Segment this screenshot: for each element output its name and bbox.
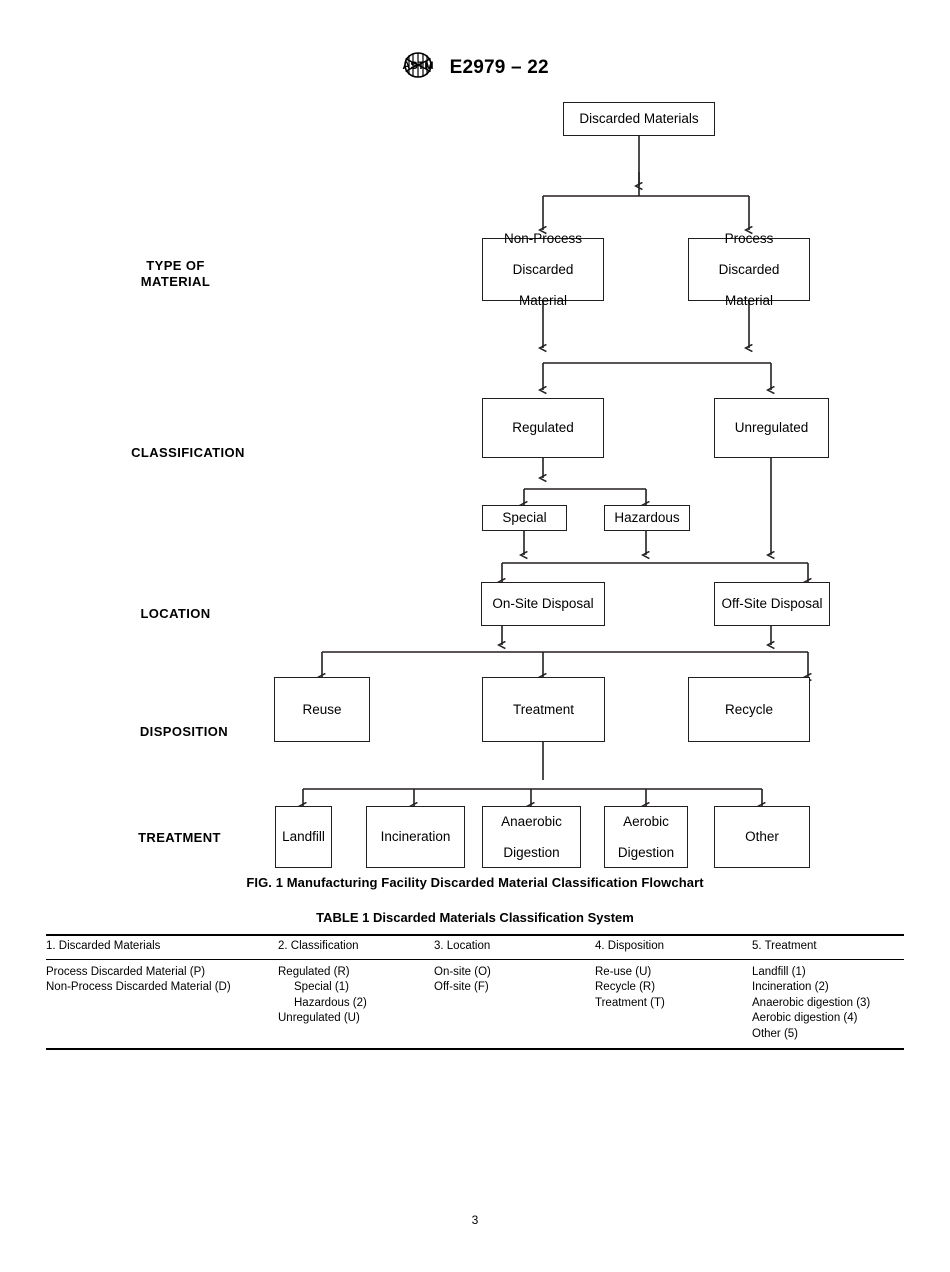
table-header-row: 1. Discarded Materials 2. Classification… bbox=[46, 934, 904, 960]
cell-line: Off-site (F) bbox=[434, 981, 489, 993]
row-label-classification: CLASSIFICATION bbox=[108, 445, 268, 461]
table-header-disposition: 4. Disposition bbox=[595, 934, 752, 960]
table-header-classification: 2. Classification bbox=[278, 934, 434, 960]
standard-designation: E2979 – 22 bbox=[449, 56, 549, 78]
flowchart-figure: TYPE OF MATERIAL CLASSIFICATION LOCATION… bbox=[0, 102, 950, 900]
table-row: Process Discarded Material (P) Non-Proce… bbox=[46, 959, 904, 1050]
cell-line: Non-Process Discarded Material (D) bbox=[46, 981, 231, 993]
node-recycle[interactable]: Recycle bbox=[688, 677, 810, 742]
node-reuse[interactable]: Reuse bbox=[274, 677, 370, 742]
cell-line: Recycle (R) bbox=[595, 981, 656, 993]
cell-line: Hazardous (2) bbox=[294, 996, 367, 1009]
table-header-discarded-materials: 1. Discarded Materials bbox=[46, 934, 278, 960]
flowchart-connectors bbox=[0, 136, 950, 900]
astm-logo-icon: ASTM bbox=[401, 52, 435, 83]
cell-line: Process Discarded Material (P) bbox=[46, 965, 206, 978]
cell-line: Regulated (R) bbox=[278, 965, 350, 978]
row-label-line1: TREATMENT bbox=[138, 830, 221, 845]
table-title: TABLE 1 Discarded Materials Classificati… bbox=[316, 910, 634, 925]
cell-line: Unregulated (U) bbox=[278, 1012, 360, 1024]
node-label: Hazardous bbox=[614, 510, 680, 526]
figure-caption: FIG. 1 Manufacturing Facility Discarded … bbox=[246, 875, 704, 890]
node-special[interactable]: Special bbox=[482, 505, 567, 531]
node-label: Reuse bbox=[302, 701, 342, 717]
table-header-location: 3. Location bbox=[434, 934, 595, 960]
cell-line: On-site (O) bbox=[434, 965, 491, 978]
node-label: Discarded Materials bbox=[579, 111, 699, 127]
row-label-line2: MATERIAL bbox=[140, 274, 211, 289]
node-landfill[interactable]: Landfill bbox=[275, 806, 332, 868]
table-cell-discarded-materials: Process Discarded Material (P) Non-Proce… bbox=[46, 959, 278, 1050]
cell-line: Special (1) bbox=[294, 981, 349, 993]
node-regulated[interactable]: Regulated bbox=[482, 398, 604, 458]
row-label-type-of-material: TYPE OF MATERIAL bbox=[108, 258, 243, 290]
document-header: ASTM E2979 – 22 bbox=[0, 52, 950, 83]
node-off-site-disposal[interactable]: Off-Site Disposal bbox=[714, 582, 830, 626]
table-header-treatment: 5. Treatment bbox=[752, 934, 904, 960]
cell-line: Landfill (1) bbox=[752, 965, 806, 978]
node-unregulated[interactable]: Unregulated bbox=[714, 398, 829, 458]
node-label: Incineration bbox=[380, 829, 451, 845]
table-cell-disposition: Re-use (U) Recycle (R) Treatment (T) bbox=[595, 959, 752, 1050]
table-cell-classification: Regulated (R) Special (1) Hazardous (2) … bbox=[278, 959, 434, 1050]
svg-text:ASTM: ASTM bbox=[403, 60, 434, 72]
node-label: On-Site Disposal bbox=[492, 596, 594, 612]
node-label: Treatment bbox=[512, 701, 575, 717]
cell-line: Aerobic digestion (4) bbox=[752, 1012, 858, 1024]
cell-line: Anaerobic digestion (3) bbox=[752, 996, 871, 1009]
node-label: Unregulated bbox=[734, 420, 809, 436]
node-incineration[interactable]: Incineration bbox=[366, 806, 465, 868]
page-number: 3 bbox=[471, 1213, 479, 1227]
cell-line: Treatment (T) bbox=[595, 996, 665, 1009]
node-label: Regulated bbox=[512, 420, 574, 436]
node-label: Special bbox=[502, 510, 547, 526]
table-cell-treatment: Landfill (1) Incineration (2) Anaerobic … bbox=[752, 959, 904, 1050]
node-label: Off-Site Disposal bbox=[721, 596, 823, 612]
node-treatment[interactable]: Treatment bbox=[482, 677, 605, 742]
node-discarded-materials[interactable]: Discarded Materials bbox=[563, 102, 715, 136]
node-on-site-disposal[interactable]: On-Site Disposal bbox=[481, 582, 605, 626]
cell-line: Incineration (2) bbox=[752, 981, 829, 993]
row-label-line1: TYPE OF bbox=[146, 258, 205, 273]
row-label-line1: DISPOSITION bbox=[139, 724, 229, 739]
row-label-line1: LOCATION bbox=[140, 606, 211, 621]
node-label: Other bbox=[745, 829, 779, 845]
row-label-treatment: TREATMENT bbox=[108, 830, 251, 846]
node-label: Recycle bbox=[724, 701, 773, 717]
cell-line: Other (5) bbox=[752, 1027, 799, 1040]
table-cell-location: On-site (O) Off-site (F) bbox=[434, 959, 595, 1050]
classification-table-block: TABLE 1 Discarded Materials Classificati… bbox=[46, 910, 904, 1050]
row-label-disposition: DISPOSITION bbox=[108, 724, 260, 740]
classification-table: 1. Discarded Materials 2. Classification… bbox=[46, 934, 904, 1050]
row-label-location: LOCATION bbox=[108, 606, 243, 622]
row-label-line1: CLASSIFICATION bbox=[131, 445, 245, 460]
node-hazardous[interactable]: Hazardous bbox=[604, 505, 690, 531]
cell-line: Re-use (U) bbox=[595, 965, 652, 978]
node-other[interactable]: Other bbox=[714, 806, 810, 868]
node-label: Landfill bbox=[282, 829, 325, 845]
